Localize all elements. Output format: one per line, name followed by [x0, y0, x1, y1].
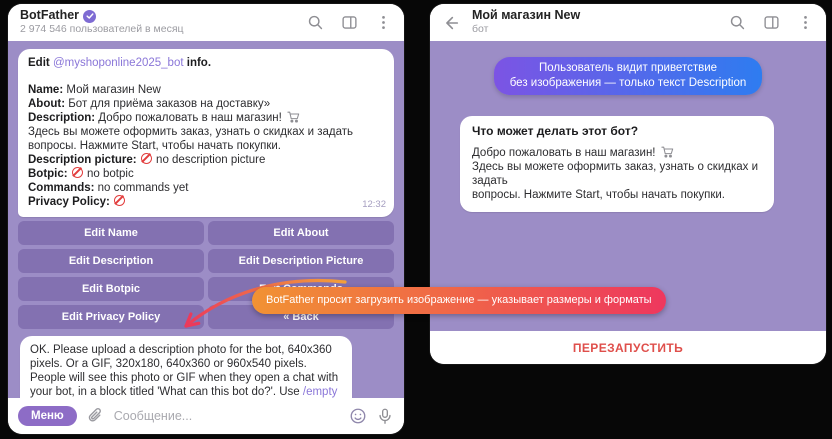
emoji-icon[interactable]: [349, 407, 367, 425]
chat-subtitle: 2 974 546 пользователей в месяц: [20, 23, 184, 36]
shopping-cart-icon: [287, 111, 300, 123]
edit-description-button[interactable]: Edit Description: [18, 249, 204, 273]
intro-line-3: вопросы. Нажмите Start, чтобы начать пок…: [472, 189, 725, 201]
restart-button[interactable]: ПЕРЕЗАПУСТИТЬ: [572, 340, 684, 355]
sidebar-toggle-icon[interactable]: [341, 14, 358, 31]
chat-title: BotFather: [20, 8, 80, 23]
bot-intro-title: Что может делать этот бот?: [472, 124, 639, 138]
message-input[interactable]: Сообщение...: [113, 409, 193, 423]
about-line: About: Бот для приёма заказов на доставк…: [28, 98, 271, 110]
intro-line-1: Добро пожаловать в наш магазин!: [472, 146, 762, 160]
edit-botpic-button[interactable]: Edit Botpic: [18, 277, 204, 301]
attach-icon[interactable]: [86, 407, 105, 426]
annotation-pill-orange: BotFather просит загрузить изображение —…: [252, 287, 666, 314]
bot-intro-message: Что может делать этот бот? Добро пожалов…: [460, 116, 774, 212]
no-sign-icon: [140, 153, 152, 164]
chat-header: Мой магазин New бот: [430, 4, 826, 41]
menu-kebab-icon[interactable]: [375, 14, 392, 31]
microphone-icon[interactable]: [376, 407, 394, 425]
intro-line-2: Здесь вы можете оформить заказ, узнать о…: [472, 161, 759, 187]
verified-badge-icon: [83, 9, 97, 23]
menu-button[interactable]: Меню: [18, 406, 77, 426]
description-line-3: вопросы. Нажмите Start, чтобы начать пок…: [28, 140, 281, 152]
search-icon[interactable]: [307, 14, 324, 31]
chat-area: Edit @myshoponline2025_bot info. Name: М…: [8, 41, 404, 398]
edit-privacy-policy-button[interactable]: Edit Privacy Policy: [18, 305, 204, 329]
edit-name-button[interactable]: Edit Name: [18, 221, 204, 245]
chat-header-titles[interactable]: BotFather 2 974 546 пользователей в меся…: [20, 9, 297, 35]
shopping-cart-icon: [661, 146, 673, 158]
edit-info-line: Edit @myshoponline2025_bot info.: [28, 57, 212, 69]
chat-subtitle: бот: [472, 23, 489, 36]
commands-line: Commands: no commands yet: [28, 182, 189, 194]
chat-header: BotFather 2 974 546 пользователей в меся…: [8, 4, 404, 41]
no-sign-icon: [114, 195, 126, 206]
upload-instructions-message: OK. Please upload a description photo fo…: [20, 336, 352, 398]
restart-bar: ПЕРЕЗАПУСТИТЬ: [430, 331, 826, 364]
empty-command-link[interactable]: /empty: [302, 386, 338, 398]
bot-info-message: Edit @myshoponline2025_bot info. Name: М…: [18, 49, 394, 217]
edit-about-button[interactable]: Edit About: [208, 221, 394, 245]
botpic-line: Botpic: no botpic: [28, 167, 134, 180]
annotation-pill-blue: Пользователь видит приветствие без изобр…: [493, 57, 763, 95]
menu-kebab-icon[interactable]: [797, 14, 814, 31]
search-icon[interactable]: [729, 14, 746, 31]
no-sign-icon: [71, 167, 83, 178]
message-time: 12:32: [362, 199, 386, 210]
chat-title: Мой магазин New: [472, 8, 581, 23]
privacy-line: Privacy Policy:: [28, 195, 384, 209]
chat-header-titles[interactable]: Мой магазин New бот: [472, 9, 719, 35]
back-arrow-icon[interactable]: [442, 14, 460, 32]
botfather-window: BotFather 2 974 546 пользователей в меся…: [8, 4, 404, 434]
description-line-2: Здесь вы можете оформить заказ, узнать о…: [28, 126, 353, 138]
edit-description-picture-button[interactable]: Edit Description Picture: [208, 249, 394, 273]
name-line: Name: Мой магазин New: [28, 84, 161, 96]
message-composer: Меню Сообщение...: [8, 398, 404, 434]
sidebar-toggle-icon[interactable]: [763, 14, 780, 31]
bot-username-link[interactable]: @myshoponline2025_bot: [52, 57, 184, 69]
description-picture-line: Description picture: no description pict…: [28, 153, 266, 166]
description-line: Description: Добро пожаловать в наш мага…: [28, 111, 384, 125]
chat-area: Пользователь видит приветствие без изобр…: [430, 41, 826, 331]
